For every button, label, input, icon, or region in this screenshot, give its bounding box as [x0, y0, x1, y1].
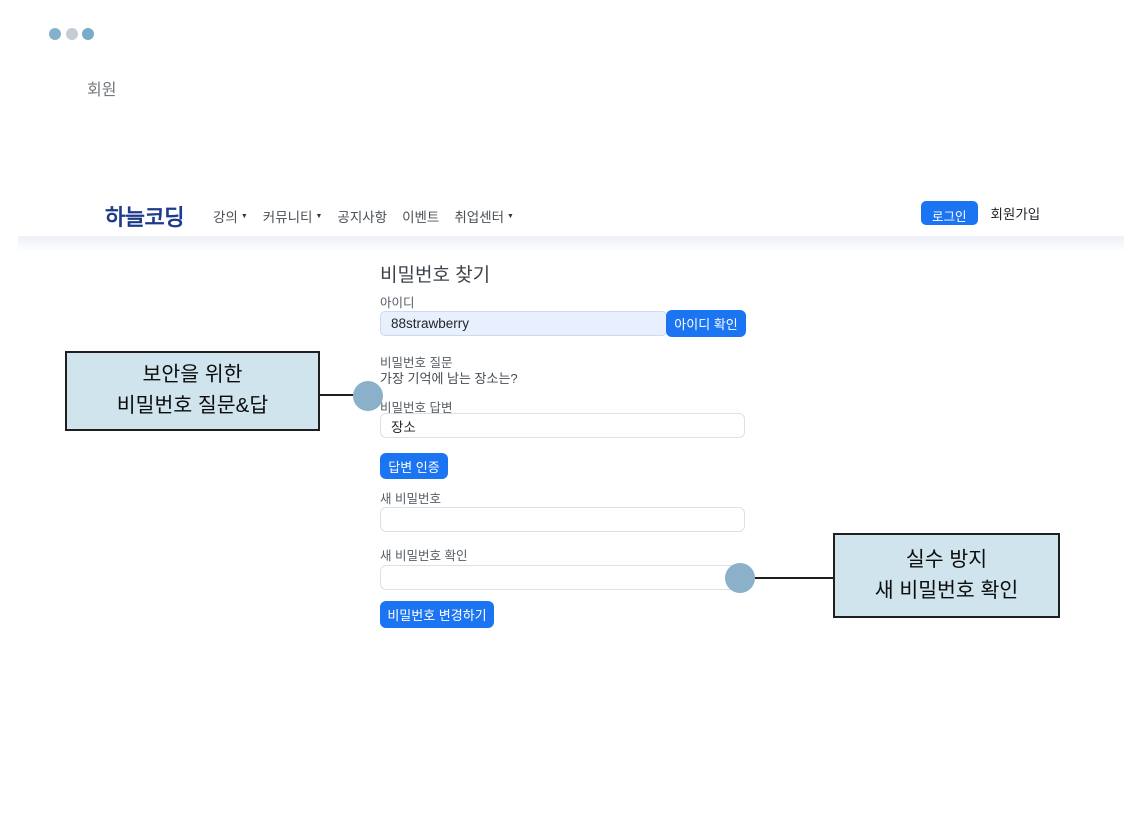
id-input[interactable] [380, 311, 667, 336]
nav-item-label: 커뮤니티 [262, 210, 313, 225]
id-label: 아이디 [380, 296, 415, 310]
nav-item-label: 강의 [213, 210, 238, 225]
new-password-input[interactable] [380, 507, 745, 532]
connector-line-left [320, 394, 356, 396]
change-password-button[interactable]: 비밀번호 변경하기 [380, 601, 494, 628]
annotation-line: 실수 방지 [905, 547, 988, 571]
confirm-password-label: 새 비밀번호 확인 [380, 549, 468, 563]
nav-item-label: 이벤트 [402, 210, 440, 225]
nav-item-lectures[interactable]: 강의 ▼ [213, 206, 248, 226]
verify-answer-button[interactable]: 답변 인증 [380, 453, 448, 479]
form-title: 비밀번호 찾기 [380, 265, 491, 286]
signup-link[interactable]: 회원가입 [990, 207, 1041, 222]
logo[interactable]: 하늘코딩 [105, 205, 184, 230]
nav-item-community[interactable]: 커뮤니티 ▼ [263, 206, 323, 226]
page-label: 회원 [87, 82, 117, 99]
chevron-down-icon: ▼ [240, 212, 248, 220]
annotation-line: 보안을 위한 [142, 363, 243, 387]
question-text: 가장 기억에 남는 장소는? [380, 371, 518, 386]
new-password-label: 새 비밀번호 [380, 492, 441, 506]
nav-item-career[interactable]: 취업센터 ▼ [454, 206, 514, 226]
navbar-shadow [18, 236, 1124, 252]
window-dot-1 [49, 28, 61, 40]
chevron-down-icon: ▼ [507, 212, 514, 220]
answer-input[interactable] [380, 413, 745, 438]
nav-right: 로그인 회원가입 [921, 201, 1040, 225]
question-label: 비밀번호 질문 [380, 356, 453, 370]
nav-item-label: 공지사항 [337, 210, 388, 225]
connector-dot-left [353, 381, 383, 411]
chevron-down-icon: ▼ [315, 212, 323, 220]
answer-label: 비밀번호 답변 [380, 401, 453, 415]
check-id-button[interactable]: 아이디 확인 [666, 310, 746, 337]
nav-menu: 강의 ▼ 커뮤니티 ▼ 공지사항 이벤트 취업센터 ▼ [213, 206, 514, 226]
nav-item-label: 취업센터 [454, 210, 505, 225]
window-dot-2 [66, 28, 78, 40]
connector-dot-right [725, 563, 755, 593]
window-dot-3 [82, 28, 94, 40]
login-button[interactable]: 로그인 [921, 201, 978, 225]
annotation-confirm-password: 실수 방지 새 비밀번호 확인 [833, 533, 1060, 618]
annotation-security-question: 보안을 위한 비밀번호 질문&답 [65, 351, 320, 431]
annotation-line: 새 비밀번호 확인 [874, 578, 1019, 602]
nav-item-notice[interactable]: 공지사항 [337, 206, 387, 226]
nav-item-event[interactable]: 이벤트 [402, 206, 439, 226]
connector-line-right [753, 577, 835, 579]
navbar: 하늘코딩 강의 ▼ 커뮤니티 ▼ 공지사항 이벤트 취업센터 ▼ 로그인 회원 [0, 190, 1145, 236]
annotation-line: 비밀번호 질문&답 [116, 394, 269, 417]
confirm-password-input[interactable] [380, 565, 745, 590]
